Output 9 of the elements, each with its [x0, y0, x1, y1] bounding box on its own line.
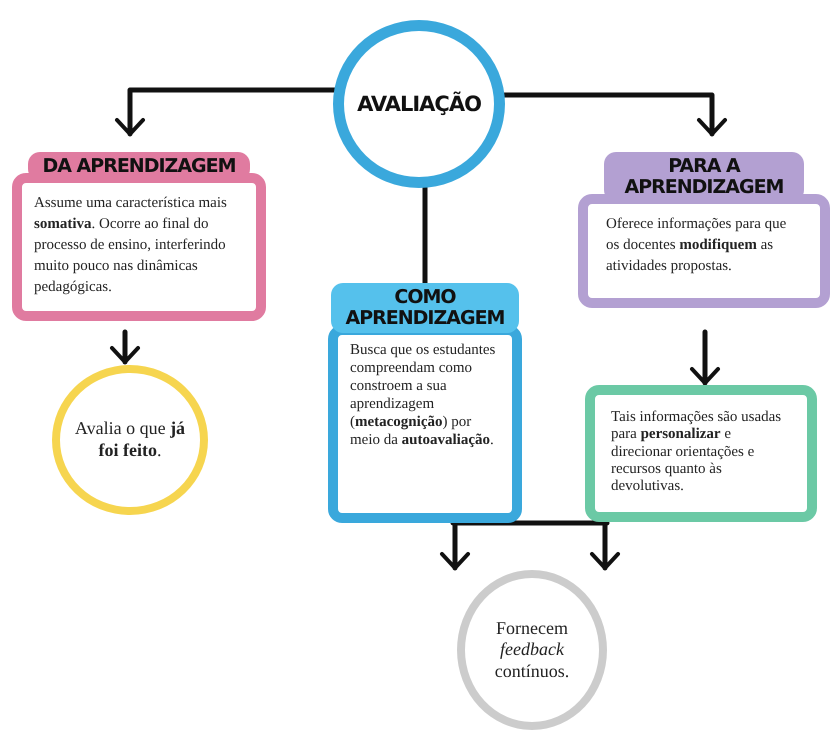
info-box: Tais informações são usadas para personalizar e direcionar orientações e recursos quanto às devolutivas. — [585, 385, 817, 522]
card-body-text: Oferece informações para que os docentes modifiquem as atividades propostas. — [578, 194, 830, 308]
arrow — [110, 330, 140, 364]
circle-text: Fornecem feedback contínuos. — [494, 618, 570, 682]
card-heading: COMO APRENDIZAGEM — [331, 283, 519, 333]
circle-text: Avalia o que já foi feito. — [74, 418, 186, 462]
branch-connector — [450, 520, 610, 526]
arrow — [690, 330, 720, 386]
circle-title: AVALIAÇÃO — [357, 90, 481, 118]
